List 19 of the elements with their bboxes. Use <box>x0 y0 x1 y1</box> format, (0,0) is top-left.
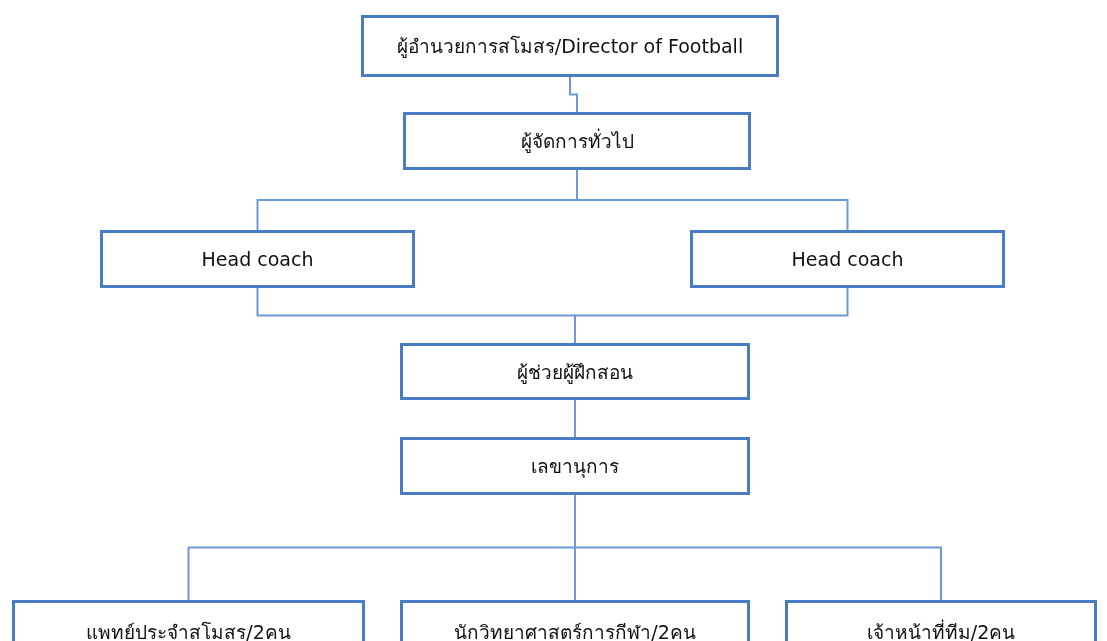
connector-line <box>569 76 578 113</box>
connector-line <box>576 169 849 231</box>
box-label: นักวิทยาศาสตร์การกีฬา/2คน <box>454 619 696 641</box>
org-box <box>403 112 751 170</box>
org-box <box>690 230 1005 288</box>
box-label: แพทย์ประจำสโมสร/2คน <box>86 619 291 641</box>
box-label: เจ้าหน้าที่ทีม/2คน <box>866 618 1016 641</box>
box-label: Head coach <box>201 248 314 270</box>
box-label: ผู้จัดการทั่วไป <box>520 127 634 155</box>
org-box <box>100 230 415 288</box>
org-box <box>361 15 779 77</box>
box-label: เลขานุการ <box>531 454 619 480</box>
box-label: ผู้ช่วยผู้ฝึกสอน <box>517 359 633 386</box>
org-box <box>400 437 750 495</box>
connector-line <box>574 287 849 344</box>
box-label: ผู้อำนวยการสโมสร/Director of Football <box>396 34 744 60</box>
box-label: Head coach <box>791 248 904 270</box>
org-box <box>400 343 750 400</box>
connector-line <box>574 399 576 438</box>
